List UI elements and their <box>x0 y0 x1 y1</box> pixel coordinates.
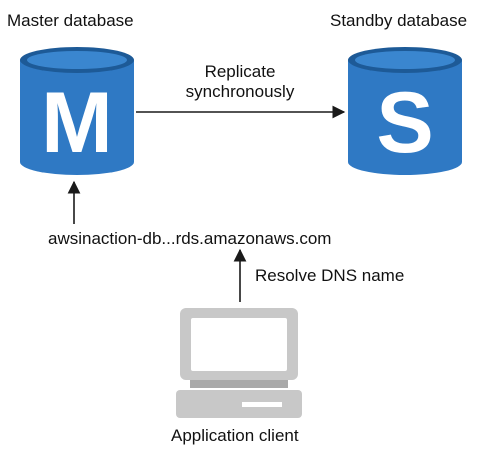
standby-database-letter: S <box>376 75 433 171</box>
standby-database-icon: S <box>348 47 462 175</box>
replication-label-line2: synchronously <box>185 82 295 101</box>
master-database-letter: M <box>41 75 113 171</box>
resolve-dns-label: Resolve DNS name <box>255 266 405 285</box>
replication-label-line1: Replicate <box>204 62 276 81</box>
dns-endpoint-label: awsinaction-db...rds.amazonaws.com <box>48 229 332 248</box>
computer-icon <box>176 308 302 418</box>
master-database-icon: M <box>20 47 134 175</box>
replication-label: Replicate synchronously <box>178 62 302 102</box>
master-database-title: Master database <box>7 11 134 30</box>
application-client-label: Application client <box>171 426 299 445</box>
standby-database-title: Standby database <box>330 11 468 30</box>
